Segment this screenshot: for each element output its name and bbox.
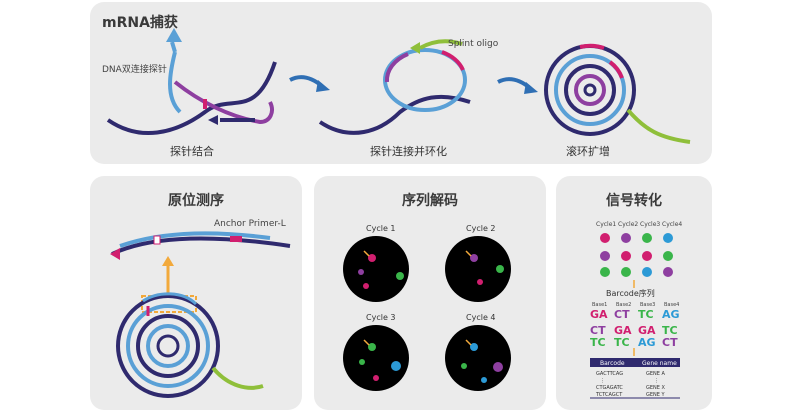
insitu-title: 原位测序 — [168, 193, 224, 209]
signal-diagram: Cycle1 Cycle2 Cycle3 Cycle4 Barcode序列 Ba… — [590, 221, 682, 399]
table-row: GENE X — [646, 385, 666, 391]
table-row: TCTCAGCT — [595, 392, 623, 398]
probe-arm-left — [168, 51, 182, 114]
decode-panel: 序列解码 Cycle 1 Cycle 2 Cycle 3 Cycle 4 — [314, 176, 546, 410]
probe-arm-right — [173, 80, 274, 125]
cycle-image-2 — [445, 236, 511, 302]
base-2: Base2 — [616, 302, 631, 308]
svg-text:CT: CT — [590, 324, 606, 337]
insitu-diagram: Anchor Primer-L — [110, 219, 291, 398]
table-header-gene: Gene name — [642, 360, 677, 367]
step-label-2: 探针连接并环化 — [370, 144, 447, 158]
signal-cycle-3: Cycle3 — [640, 221, 660, 228]
table-row: GENE Y — [646, 392, 666, 398]
svg-text:CT: CT — [614, 308, 630, 321]
svg-text:TC: TC — [662, 324, 678, 337]
decode-title: 序列解码 — [402, 193, 458, 209]
signal-cycle-2: Cycle2 — [618, 221, 638, 228]
mrna-strand-2 — [318, 94, 471, 135]
svg-text:GA: GA — [614, 324, 632, 337]
base-3: Base3 — [640, 302, 655, 308]
table-row: CTGAGATC — [596, 385, 623, 391]
svg-text:AG: AG — [662, 308, 680, 321]
probe-arrowhead-2 — [208, 115, 218, 125]
svg-text:GA: GA — [590, 308, 608, 321]
svg-text:TC: TC — [614, 336, 630, 349]
primer-label: Anchor Primer-L — [214, 219, 286, 229]
svg-text:TC: TC — [590, 336, 606, 349]
svg-text:⋮: ⋮ — [600, 378, 605, 384]
capture-panel: mRNA捕获 DNA双连接探针 探针结合 Splint oligo 探针连接并环… — [90, 2, 712, 164]
step-label-1: 探针结合 — [170, 144, 214, 158]
rca-spiral — [544, 43, 691, 144]
capture-diagram: DNA双连接探针 探针结合 Splint oligo 探针连接并环化 滚环扩增 — [102, 28, 691, 158]
svg-text:AG: AG — [638, 336, 656, 349]
base-4: Base4 — [664, 302, 679, 308]
cycle-label-4: Cycle 4 — [466, 313, 496, 322]
splint-label: Splint oligo — [448, 39, 499, 49]
svg-text:⋮: ⋮ — [654, 378, 659, 384]
probe-arrowhead — [166, 28, 182, 42]
barcode-table-header — [590, 358, 680, 367]
table-row: GACTTCAG — [596, 371, 623, 377]
cycle-image-4 — [445, 325, 511, 391]
table-row: GENE A — [646, 371, 666, 377]
cycle-label-3: Cycle 3 — [366, 313, 396, 322]
table-header-barcode: Barcode — [600, 360, 625, 367]
cycle-image-1 — [343, 236, 409, 302]
decode-diagram: Cycle 1 Cycle 2 Cycle 3 Cycle 4 — [343, 224, 511, 391]
barcode-label: Barcode序列 — [606, 288, 655, 298]
svg-text:TC: TC — [638, 308, 654, 321]
capture-title: mRNA捕获 — [102, 15, 178, 31]
signal-cycle-1: Cycle1 — [596, 221, 616, 228]
signal-title: 信号转化 — [606, 193, 662, 209]
base-1: Base1 — [592, 302, 607, 308]
cycle-label-2: Cycle 2 — [466, 224, 496, 233]
splint-oligo — [419, 39, 463, 50]
probe-arm-left-head — [170, 41, 177, 53]
signal-dot-grid — [600, 233, 673, 277]
probe-label: DNA双连接探针 — [102, 63, 167, 75]
svg-text:GA: GA — [638, 324, 656, 337]
flow-arrow-2-icon — [497, 77, 532, 90]
cycle-image-3 — [343, 325, 409, 391]
step-label-3: 滚环扩增 — [566, 144, 610, 158]
insitu-panel: 原位测序 Anchor Primer-L — [90, 176, 302, 410]
mrna-strand-1 — [106, 61, 277, 135]
cycle-label-1: Cycle 1 — [366, 224, 396, 233]
flow-arrow-1-icon — [289, 75, 324, 88]
svg-text:CT: CT — [662, 336, 678, 349]
signal-cycle-4: Cycle4 — [662, 221, 682, 228]
probe-magenta-1 — [203, 99, 207, 109]
signal-panel: 信号转化 Cycle1 Cycle2 Cycle3 Cycle4 Barcode… — [556, 176, 712, 410]
